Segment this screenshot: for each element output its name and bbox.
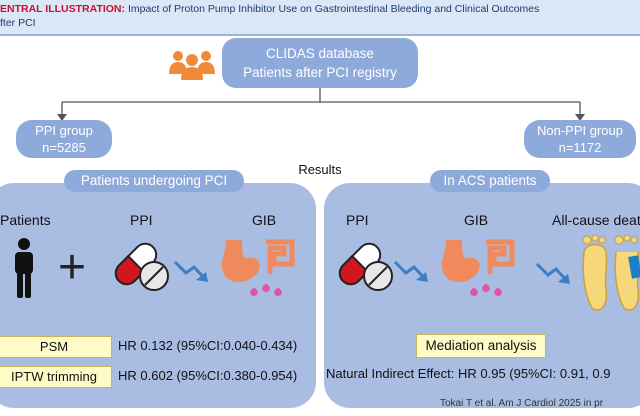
- right-ppi-pill-icon: [338, 242, 393, 291]
- right-panel-label: In ACS patients: [430, 170, 550, 192]
- psm-method-box: PSM: [0, 336, 112, 358]
- arrowhead-left: [57, 114, 67, 121]
- person-icon: [15, 238, 33, 298]
- left-ppi-title: PPI: [130, 212, 153, 228]
- non-ppi-group-box: Non-PPI group n=1172: [524, 120, 636, 158]
- database-line1: CLIDAS database: [265, 46, 375, 61]
- iptw-method-box: IPTW trimming: [0, 366, 112, 388]
- banner-title-line1: Impact of Proton Pump Inhibitor Use on G…: [127, 3, 540, 15]
- indirect-effect-value: HR 0.95 (95%CI: 0.91, 0.9: [458, 366, 611, 381]
- banner-title: ENTRAL ILLUSTRATION: Impact of Proton Pu…: [0, 2, 640, 30]
- left-trend-arrow-icon: [173, 260, 208, 282]
- banner-label: ENTRAL ILLUSTRATION:: [0, 3, 126, 15]
- indirect-effect-row: Natural Indirect Effect: HR 0.95 (95%CI:…: [326, 366, 610, 381]
- psm-result: HR 0.132 (95%CI:0.040-0.434): [118, 338, 298, 353]
- ppi-pill-icon: [114, 242, 169, 291]
- ppi-group-box: PPI group n=5285: [16, 120, 112, 158]
- left-gib-title: GIB: [252, 212, 277, 228]
- left-panel-label: Patients undergoing PCI: [64, 170, 244, 192]
- arrowhead-right: [575, 114, 585, 121]
- right-trend-arrow-icon: [393, 260, 428, 282]
- people-group-icon: [169, 51, 215, 80]
- citation: Tokai T et al. Am J Cardiol 2025 in pr: [440, 398, 604, 409]
- iptw-result: HR 0.602 (95%CI:0.380-0.954): [118, 368, 298, 383]
- banner-title-line2: fter PCI: [0, 17, 36, 29]
- death-trend-arrow-icon: [535, 262, 570, 284]
- ppi-group-label: PPI group: [35, 123, 93, 138]
- plus-sign: +: [58, 241, 87, 294]
- feet-icon: [582, 234, 640, 311]
- death-title: All-cause deat: [552, 212, 640, 228]
- left-stomach-icon: [221, 239, 295, 296]
- right-gib-title: GIB: [464, 212, 489, 228]
- results-label: Results: [298, 162, 342, 177]
- database-box: CLIDAS database Patients after PCI regis…: [222, 38, 418, 88]
- mediation-analysis-box: Mediation analysis: [416, 334, 546, 358]
- ppi-group-count: n=5285: [42, 140, 86, 155]
- patients-title: Patients: [0, 212, 51, 228]
- right-stomach-icon: [441, 239, 515, 296]
- non-ppi-group-count: n=1172: [558, 140, 602, 155]
- database-line2: Patients after PCI registry: [243, 65, 397, 80]
- non-ppi-group-label: Non-PPI group: [537, 123, 623, 138]
- indirect-effect-label: Natural Indirect Effect:: [326, 366, 455, 381]
- title-banner: [0, 0, 640, 36]
- right-ppi-title: PPI: [346, 212, 369, 228]
